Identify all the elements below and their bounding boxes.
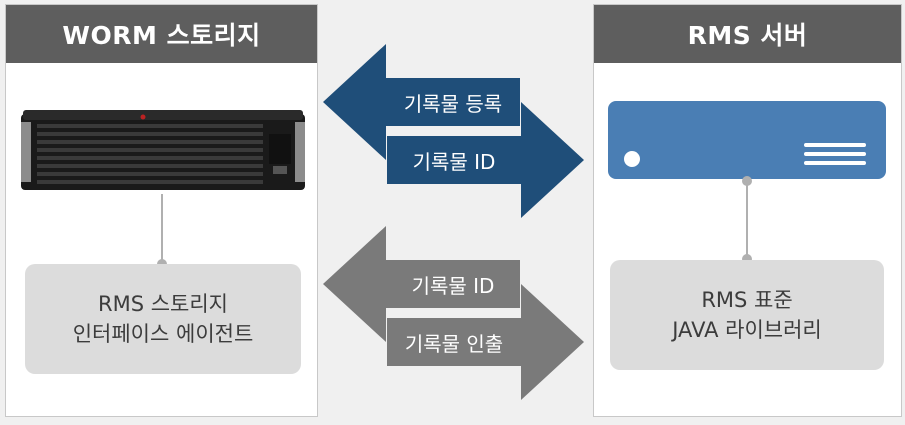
java-library-box: RMS 표준 JAVA 라이브러리 <box>610 260 884 370</box>
right-connector-dot-top <box>742 176 752 186</box>
right-connector-line <box>746 179 748 259</box>
retrieve-arrow-right <box>387 284 584 400</box>
storage-agent-line1: RMS 스토리지 <box>98 292 228 316</box>
server-icon <box>608 101 886 179</box>
storage-agent-box: RMS 스토리지 인터페이스 에이전트 <box>25 264 301 374</box>
java-library-line1: RMS 표준 <box>701 288 793 312</box>
java-library-line2: JAVA 라이브러리 <box>672 318 822 342</box>
rms-server-panel: RMS 서버 RMS 표준 JAVA 라이브러리 <box>593 4 902 417</box>
retrieve-arrow-label: 기록물 인출 <box>404 331 504 356</box>
register-arrow-label: 기록물 등록 <box>403 91 503 116</box>
storage-device-icon <box>21 110 305 190</box>
id-arrow-left <box>323 226 520 342</box>
id-arrow-right <box>387 102 584 218</box>
id-arrow-bottom-label: 기록물 ID <box>411 273 495 298</box>
register-arrow-left <box>323 44 520 160</box>
right-connector-dot-bottom <box>742 254 752 264</box>
id-arrow-top-label: 기록물 ID <box>412 149 496 174</box>
left-connector-line <box>161 194 163 264</box>
rms-server-title: RMS 서버 <box>594 5 901 63</box>
worm-storage-panel: WORM 스토리지 RMS 스토리지 인터페이스 에이전트 <box>5 4 318 417</box>
storage-agent-line2: 인터페이스 에이전트 <box>72 322 254 346</box>
worm-storage-title: WORM 스토리지 <box>6 5 317 63</box>
